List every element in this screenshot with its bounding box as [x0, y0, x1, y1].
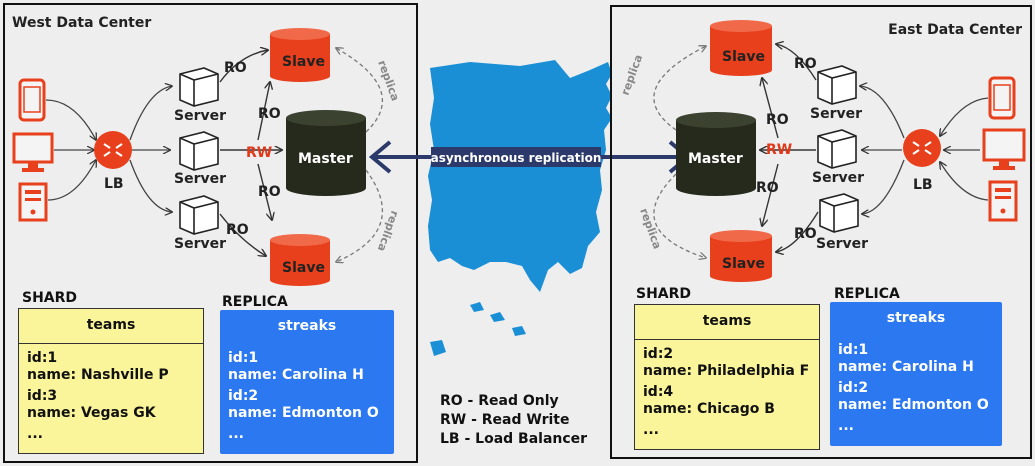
- west-title: West Data Center: [12, 15, 151, 31]
- west-shard-card-title: teams: [19, 309, 203, 344]
- east-rw-label: RW: [766, 142, 792, 158]
- record-name: name: Carolina H: [838, 359, 974, 375]
- record-id: id:2: [838, 380, 869, 396]
- west-slave-db-icon: [270, 28, 330, 82]
- east-slave-db-icon: [710, 230, 772, 282]
- record-name: name: Chicago B: [643, 401, 775, 417]
- west-phone-icon: [18, 78, 46, 122]
- west-master-label: Master: [298, 151, 353, 167]
- west-slave-label: Slave: [282, 54, 325, 70]
- east-load-balancer-icon: [903, 129, 941, 167]
- east-title: East Data Center: [888, 22, 1022, 38]
- west-replica-record: id:1 name: Carolina H: [228, 350, 386, 384]
- legend-item: RO - Read Only: [440, 393, 559, 409]
- west-ro-label: RO: [258, 106, 281, 122]
- record-name: name: Vegas GK: [27, 405, 156, 421]
- east-slave-label: Slave: [722, 256, 765, 272]
- east-shard-section-label: SHARD: [636, 286, 691, 302]
- west-rw-label: RW: [246, 145, 272, 161]
- record-id: id:2: [643, 346, 674, 362]
- east-shard-card-title: teams: [635, 305, 819, 340]
- record-name: name: Edmonton O: [838, 397, 989, 413]
- east-ro-label: RO: [766, 112, 789, 128]
- legend: RO - Read Only RW - Read Write LB - Load…: [440, 392, 587, 449]
- west-server-icon: [179, 67, 219, 107]
- east-master-label: Master: [688, 151, 743, 167]
- east-server-icon: [817, 65, 857, 105]
- east-server-label: Server: [812, 170, 864, 186]
- east-master-db-icon: [676, 112, 756, 196]
- east-lb-label: LB: [913, 177, 933, 193]
- record-id: id:1: [27, 350, 58, 366]
- east-shard-record: id:4 name: Chicago B: [643, 384, 811, 418]
- more-ellipsis: ...: [838, 418, 854, 434]
- legend-item: RW - Read Write: [440, 412, 570, 428]
- record-id: id:2: [228, 388, 259, 404]
- east-ro-label: RO: [794, 226, 817, 242]
- east-replica-record: id:2 name: Edmonton O: [838, 380, 994, 414]
- west-master-db-icon: [286, 110, 366, 196]
- more-ellipsis: ...: [228, 426, 244, 442]
- east-replica-card: streaks id:1 name: Carolina H id:2 name:…: [830, 302, 1002, 446]
- east-desktop-icon: [988, 180, 1018, 222]
- east-replica-label: replica: [619, 53, 646, 97]
- west-slave-db-icon: [270, 234, 330, 286]
- west-shard-card: teams id:1 name: Nashville P id:3 name: …: [18, 308, 204, 454]
- record-name: name: Edmonton O: [228, 405, 379, 421]
- west-server-label: Server: [174, 236, 226, 252]
- west-lb-label: LB: [104, 176, 124, 192]
- record-name: name: Philadelphia F: [643, 363, 810, 379]
- west-replica-card: streaks id:1 name: Carolina H id:2 name:…: [220, 310, 394, 454]
- east-replica-section-label: REPLICA: [834, 286, 900, 302]
- east-slave-label: Slave: [722, 49, 765, 65]
- east-server-label: Server: [810, 106, 862, 122]
- east-server-icon: [817, 129, 857, 169]
- east-replica-card-title: streaks: [886, 310, 946, 326]
- west-shard-section-label: SHARD: [22, 290, 77, 306]
- west-replica-card-title: streaks: [277, 318, 337, 334]
- west-server-label: Server: [174, 108, 226, 124]
- east-ro-label: RO: [794, 56, 817, 72]
- east-datacenter-frame: [610, 5, 1032, 459]
- west-desktop-icon: [18, 182, 48, 222]
- east-replica-label: replica: [637, 207, 664, 251]
- legend-item: LB - Load Balancer: [440, 431, 588, 447]
- west-ro-label: RO: [226, 222, 249, 238]
- record-id: id:1: [228, 350, 259, 366]
- east-ro-label: RO: [756, 180, 779, 196]
- west-replica-label: replica: [375, 59, 402, 103]
- west-shard-record: id:3 name: Vegas GK: [27, 388, 195, 422]
- east-server-label: Server: [816, 236, 868, 252]
- record-id: id:3: [27, 388, 58, 404]
- west-ro-label: RO: [258, 184, 281, 200]
- replication-label: asynchronous replication: [431, 151, 602, 165]
- west-slave-label: Slave: [282, 260, 325, 276]
- west-ro-label: RO: [224, 60, 247, 76]
- west-server-icon: [179, 131, 219, 171]
- east-phone-icon: [988, 76, 1016, 120]
- west-server-icon: [179, 195, 219, 235]
- west-monitor-icon: [12, 132, 54, 172]
- record-name: name: Carolina H: [228, 367, 364, 383]
- east-monitor-icon: [982, 128, 1026, 170]
- east-shard-record: id:2 name: Philadelphia F: [643, 346, 811, 380]
- record-id: id:4: [643, 384, 674, 400]
- west-replica-section-label: REPLICA: [222, 294, 288, 310]
- record-id: id:1: [838, 342, 869, 358]
- record-name: name: Nashville P: [27, 367, 169, 383]
- west-replica-record: id:2 name: Edmonton O: [228, 388, 386, 422]
- west-load-balancer-icon: [94, 131, 132, 169]
- west-server-label: Server: [174, 171, 226, 187]
- east-server-icon: [819, 193, 859, 233]
- more-ellipsis: ...: [27, 426, 43, 442]
- west-replica-label: replica: [375, 209, 402, 253]
- east-slave-db-icon: [710, 20, 772, 76]
- east-replica-record: id:1 name: Carolina H: [838, 342, 994, 376]
- east-shard-card: teams id:2 name: Philadelphia F id:4 nam…: [634, 304, 820, 450]
- more-ellipsis: ...: [643, 422, 659, 438]
- west-datacenter-frame: [3, 3, 418, 463]
- us-map: [428, 60, 612, 356]
- west-shard-record: id:1 name: Nashville P: [27, 350, 195, 384]
